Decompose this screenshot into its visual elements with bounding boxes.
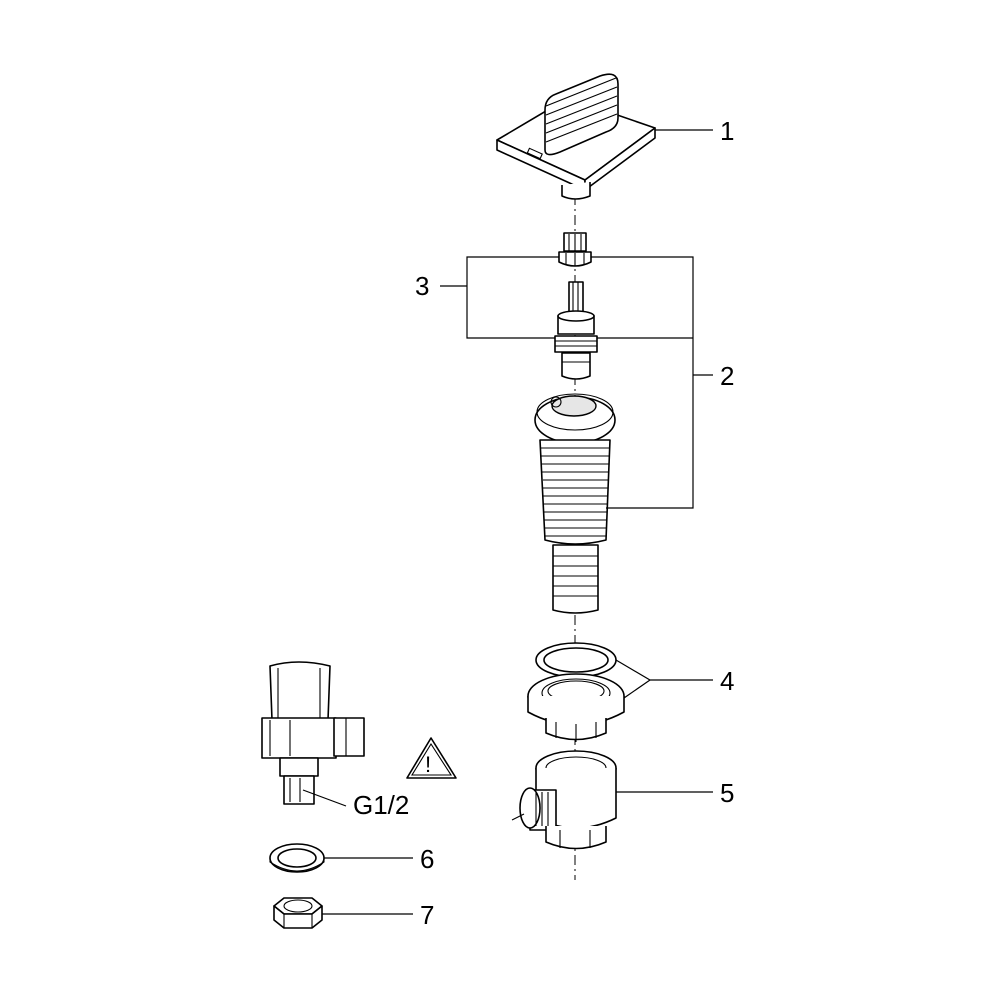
body-threads	[541, 447, 609, 537]
callout-2: 2	[720, 361, 734, 391]
part-6-washer	[269, 843, 325, 873]
part-1-handle	[496, 73, 656, 200]
part-2-threaded-body	[534, 393, 616, 614]
supply-pipe-assembly	[261, 661, 365, 805]
warning-triangle-icon: !	[406, 737, 457, 779]
bracket-2	[591, 256, 694, 509]
part-5-elbow-fitting	[511, 750, 617, 850]
callout-5: 5	[720, 778, 734, 808]
thread-size-label: G1/2	[353, 790, 409, 820]
callout-7: 7	[420, 900, 434, 930]
part-3-spline-adapter	[558, 232, 592, 267]
leader-thread	[302, 789, 347, 807]
bracket-3	[466, 256, 559, 339]
leader-lines	[302, 129, 713, 915]
callout-6: 6	[420, 844, 434, 874]
callout-1: 1	[720, 116, 734, 146]
warning-symbol: !	[425, 752, 431, 777]
part-4-ring-and-nut	[527, 642, 625, 742]
part-7-hex-nut	[273, 897, 323, 929]
part-3-valve-cartridge	[554, 281, 598, 380]
callout-3: 3	[415, 271, 429, 301]
leader-4	[615, 659, 713, 681]
leader-4b	[623, 679, 651, 699]
callout-4: 4	[720, 666, 734, 696]
